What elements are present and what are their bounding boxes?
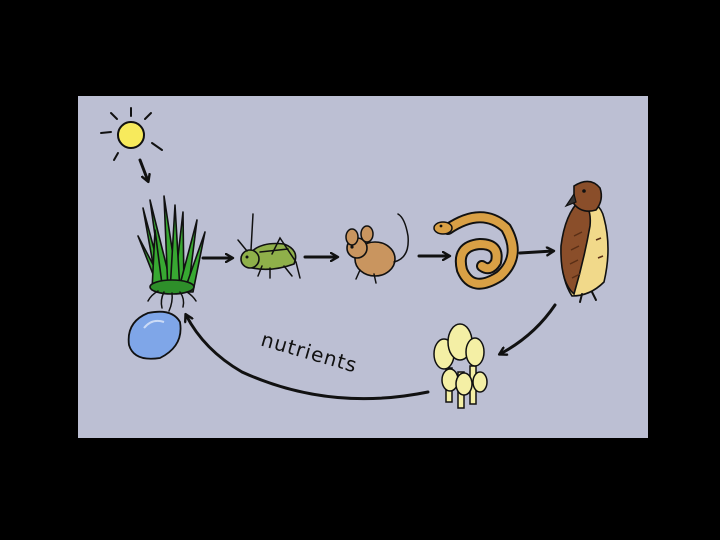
nutrients-label: nutrients [258,327,360,377]
grasshopper-icon [238,214,300,278]
hawk-icon [561,181,608,302]
sun-icon [101,108,162,160]
mushroom-icon [434,324,487,408]
arrow-sun-to-grass [140,160,148,181]
arrow-hawk-to-mushrooms [500,305,555,354]
arrow-snake-to-hawk [520,251,553,253]
mouse-icon [346,214,408,283]
snake-icon [434,217,513,283]
grass-icon [138,196,205,311]
water-drop-icon [129,312,181,359]
